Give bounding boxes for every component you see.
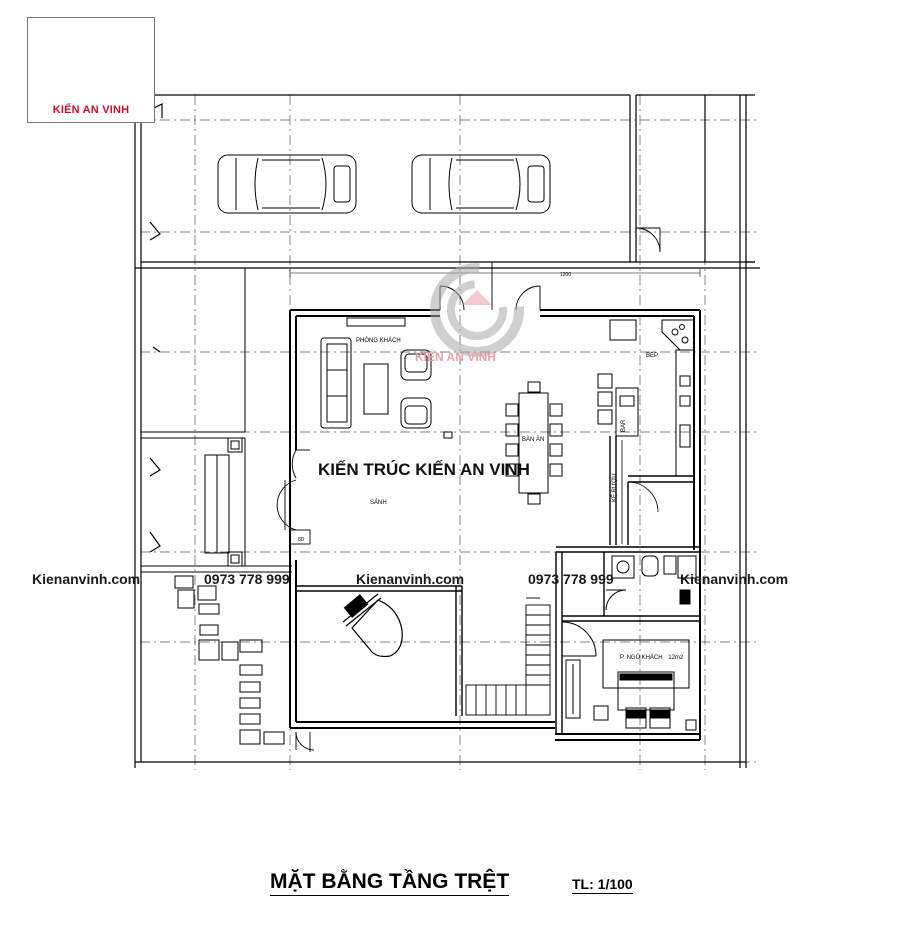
wine-shelf bbox=[621, 440, 659, 544]
room-label-wine-shelf: KỆ RƯỢU bbox=[612, 473, 618, 502]
brand-logo-text: KIẾN AN VINH bbox=[52, 104, 130, 116]
guest-bedroom-furniture bbox=[561, 621, 697, 731]
watermark-phone-1: 0973 778 999 bbox=[204, 571, 290, 587]
guest-bedroom-area: 12m2 bbox=[668, 655, 684, 661]
room-label-hall: SẢNH bbox=[370, 500, 387, 506]
left-doors bbox=[276, 449, 315, 752]
service-door bbox=[635, 227, 661, 253]
top-dimension-line bbox=[289, 269, 701, 277]
kitchen-counters bbox=[597, 319, 695, 477]
brand-logo: KIẾN AN VINH bbox=[27, 17, 155, 123]
room-label-kitchen: BẾP bbox=[646, 353, 659, 359]
watermark-main-text: KIẾN TRÚC KIẾN AN VINH bbox=[318, 460, 530, 479]
bathroom bbox=[605, 555, 697, 611]
living-furniture bbox=[320, 317, 453, 439]
drawing-scale: TL: 1/100 bbox=[572, 876, 633, 894]
car-right bbox=[411, 154, 551, 214]
watermark-logo bbox=[430, 263, 524, 357]
staircase bbox=[465, 597, 551, 716]
house-walls bbox=[289, 309, 701, 741]
interior-walls bbox=[296, 436, 700, 734]
watermark-website-1: Kienanvinh.com bbox=[32, 571, 141, 587]
left-walkway bbox=[141, 268, 292, 573]
watermark-website-3: Kienanvinh.com bbox=[680, 571, 789, 587]
gate-markers bbox=[149, 103, 163, 553]
room-label-bar: BAR bbox=[621, 419, 627, 432]
room-label-dining: BÀN ĂN bbox=[522, 437, 545, 443]
room-label-tag: 8D bbox=[298, 537, 305, 543]
pavers bbox=[174, 575, 285, 745]
watermark-phone-2: 0973 778 999 bbox=[528, 571, 614, 587]
dining-table bbox=[505, 381, 563, 505]
car-left bbox=[217, 154, 357, 214]
guest-bedroom-name: P. NGỦ KHÁCH bbox=[620, 655, 663, 661]
site-boundary bbox=[134, 94, 760, 768]
dimension-label: 1200 bbox=[560, 272, 572, 278]
grand-piano bbox=[342, 593, 403, 658]
watermark-website-2: Kienanvinh.com bbox=[356, 571, 465, 587]
watermark-logo-text: KIẾN AN VINH bbox=[415, 350, 496, 364]
room-label-living: PHÒNG KHÁCH bbox=[356, 338, 401, 344]
room-label-guest-bedroom: P. NGỦ KHÁCH 12m2 bbox=[620, 655, 683, 661]
drawing-title: MẶT BẰNG TẦNG TRỆT bbox=[270, 870, 510, 896]
